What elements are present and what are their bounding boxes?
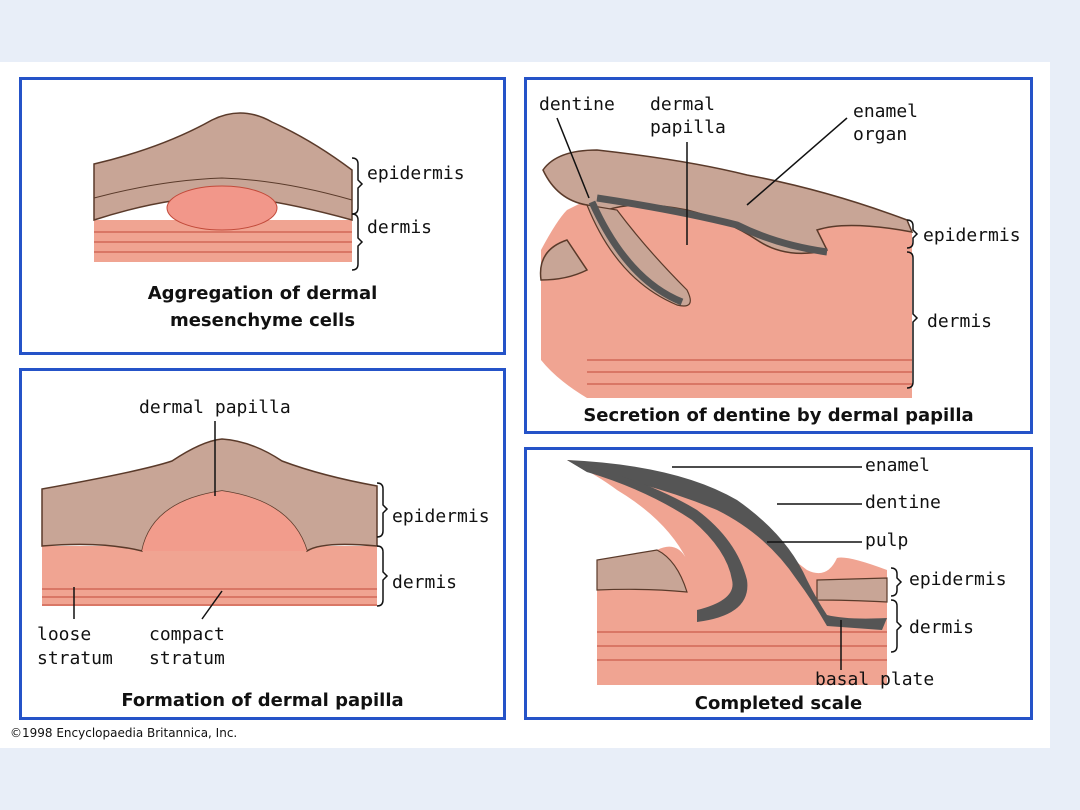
label-dentine: dentine	[539, 94, 615, 115]
secretion-illustration	[539, 117, 919, 398]
label-organ: organ	[853, 124, 908, 145]
label-epidermis: epidermis	[392, 506, 490, 527]
label-compact: compact	[149, 624, 225, 645]
label-dermal-papilla: dermal papilla	[139, 397, 291, 418]
label-dermis: dermis	[927, 311, 993, 332]
panel-title: Secretion of dentine by dermal papilla	[583, 405, 974, 426]
label-epidermis: epidermis	[923, 225, 1021, 246]
panel-title-line1: Aggregation of dermal	[147, 283, 378, 304]
formation-illustration	[41, 421, 389, 620]
label-pulp: pulp	[865, 530, 909, 551]
figure-sheet: epidermis dermis Aggregation of dermal m…	[0, 62, 1050, 748]
label-enamel: enamel	[853, 101, 919, 122]
label-dentine: dentine	[865, 492, 941, 513]
panel-title-line2: mesenchyme cells	[169, 310, 356, 331]
panel-aggregation: epidermis dermis Aggregation of dermal m…	[19, 77, 506, 355]
copyright-notice: ©1998 Encyclopaedia Britannica, Inc.	[10, 726, 238, 740]
completed-illustration	[567, 460, 903, 685]
panel-secretion: dentine dermal papilla enamel organ epid…	[524, 77, 1033, 434]
label-dermis: dermis	[909, 617, 975, 638]
label-dermis: dermis	[392, 572, 458, 593]
panel-title: Formation of dermal papilla	[121, 690, 404, 711]
label-basal-plate: basal plate	[815, 669, 935, 690]
label-dermal: dermal	[650, 94, 716, 115]
label-epidermis: epidermis	[367, 163, 465, 184]
panel-completed: enamel dentine pulp epidermis dermis bas…	[524, 447, 1033, 720]
label-loose: loose	[37, 624, 92, 645]
label-epidermis: epidermis	[909, 569, 1007, 590]
panel-title: Completed scale	[694, 693, 863, 714]
label-enamel: enamel	[865, 455, 931, 476]
label-dermis: dermis	[367, 217, 433, 238]
label-compact-stratum: stratum	[149, 648, 225, 669]
panel-formation: dermal papilla epidermis dermis loose st…	[19, 368, 506, 720]
aggregation-illustration	[93, 112, 364, 271]
label-loose-stratum: stratum	[37, 648, 113, 669]
label-papilla: papilla	[650, 117, 726, 138]
